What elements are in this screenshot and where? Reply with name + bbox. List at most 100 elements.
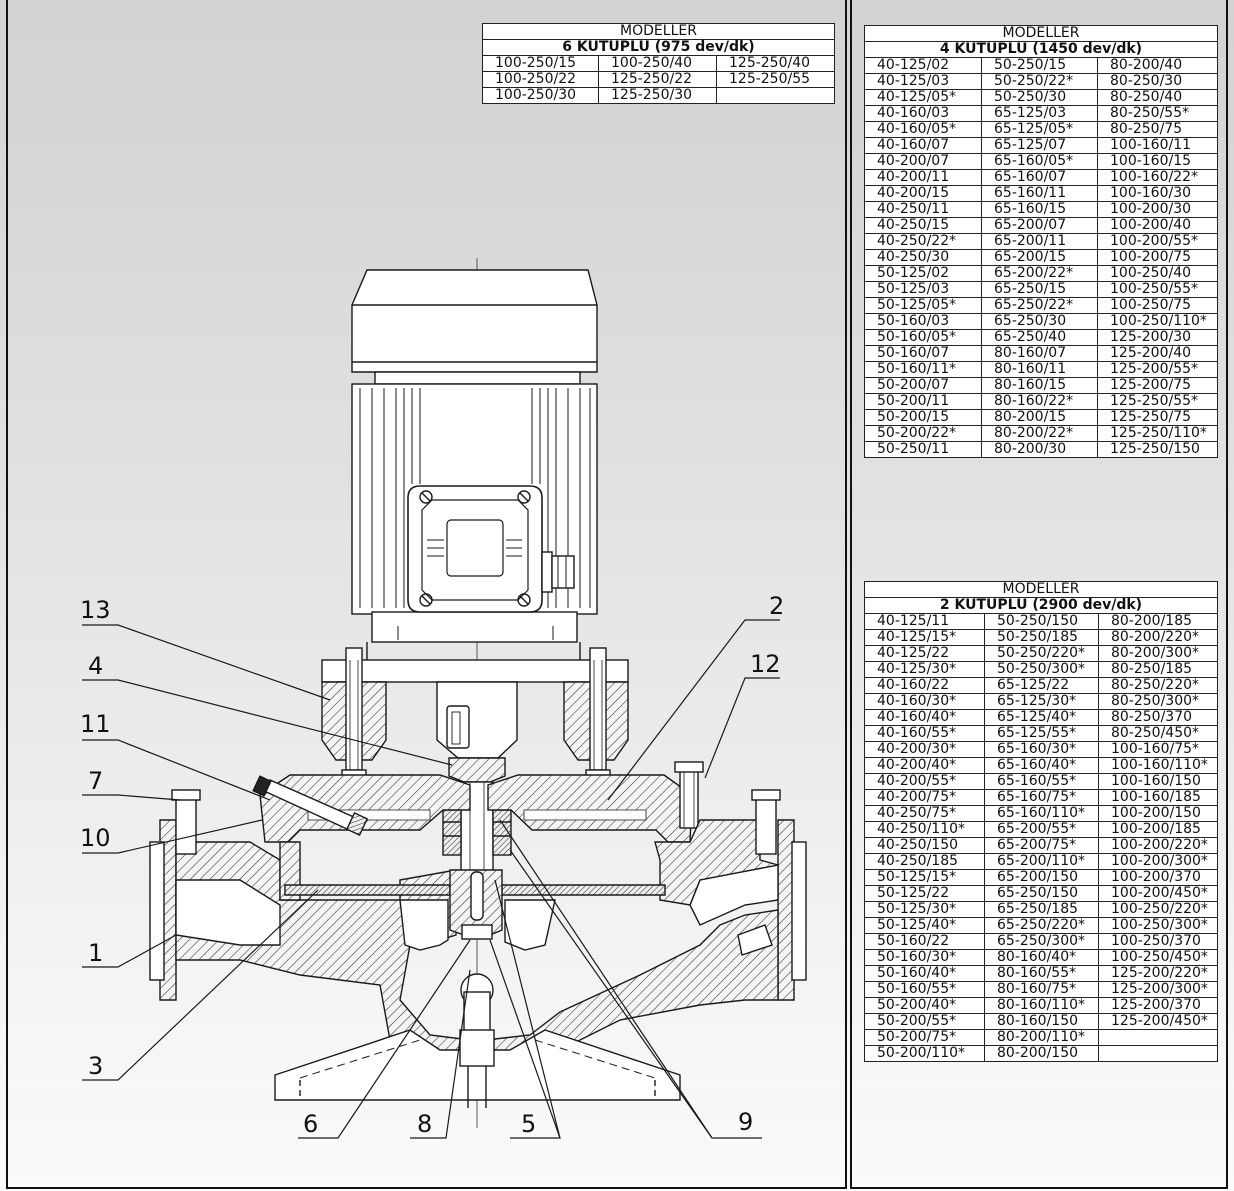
model-cell: 40-200/15: [864, 185, 982, 202]
model-cell: 50-160/03: [864, 313, 982, 330]
model-cell: 80-250/55*: [1097, 105, 1218, 122]
model-cell: 40-160/40*: [864, 709, 985, 726]
table-row: 50-125/40*65-250/220*100-250/300*: [864, 917, 1218, 934]
table-row: 50-160/55*80-160/75*125-200/300*: [864, 981, 1218, 998]
model-cell: 80-160/150: [984, 1013, 1099, 1030]
model-cell: 80-200/220*: [1098, 629, 1218, 646]
model-cell: 65-250/220*: [984, 917, 1099, 934]
callout-3: 3: [88, 1052, 104, 1080]
model-cell: 80-200/110*: [984, 1029, 1099, 1046]
model-cell: 40-250/110*: [864, 821, 985, 838]
model-cell: 100-200/40: [1097, 217, 1218, 234]
model-cell: 80-200/40: [1097, 57, 1218, 74]
model-cell: 65-125/40*: [984, 709, 1099, 726]
model-cell: 50-125/30*: [864, 901, 985, 918]
leader-lines: [82, 619, 780, 1139]
model-cell: 40-200/75*: [864, 789, 985, 806]
model-cell: 65-200/55*: [984, 821, 1099, 838]
model-cell: 50-200/22*: [864, 425, 982, 442]
model-cell: 125-200/40: [1097, 345, 1218, 362]
models-frame: [850, 0, 1228, 1189]
model-cell: 40-125/15*: [864, 629, 985, 646]
model-cell: 65-160/55*: [984, 773, 1099, 790]
model-cell: 100-160/22*: [1097, 169, 1218, 186]
table-row: 50-160/30*80-160/40*100-250/450*: [864, 949, 1218, 966]
model-cell: 100-200/370: [1098, 869, 1218, 886]
model-cell: 50-125/40*: [864, 917, 985, 934]
model-cell: 40-125/03: [864, 73, 982, 90]
model-cell: 65-125/05*: [981, 121, 1098, 138]
model-cell: 65-250/300*: [984, 933, 1099, 950]
table-row: 40-250/110*65-200/55*100-200/185: [864, 821, 1218, 838]
model-cell: [1098, 1045, 1218, 1062]
model-cell: 50-125/22: [864, 885, 985, 902]
model-cell: 100-250/110*: [1097, 313, 1218, 330]
model-cell: 100-250/450*: [1098, 949, 1218, 966]
model-cell: 100-250/55*: [1097, 281, 1218, 298]
model-cell: 40-250/185: [864, 853, 985, 870]
model-cell: 50-160/55*: [864, 981, 985, 998]
model-cell: 125-250/30: [598, 87, 717, 104]
volute-casing: [149, 789, 807, 1081]
model-cell: 65-250/15: [981, 281, 1098, 298]
model-cell: 125-200/30: [1097, 329, 1218, 346]
model-cell: 65-160/40*: [984, 757, 1099, 774]
model-cell: 40-250/75*: [864, 805, 985, 822]
model-cell: 100-250/370: [1098, 933, 1218, 950]
table-row: 40-160/05*65-125/05*80-250/75: [864, 121, 1218, 138]
model-cell: 65-160/75*: [984, 789, 1099, 806]
model-cell: 65-160/05*: [981, 153, 1098, 170]
model-cell: 50-160/07: [864, 345, 982, 362]
model-cell: 65-250/150: [984, 885, 1099, 902]
model-cell: 80-160/11: [981, 361, 1098, 378]
model-cell: 40-250/22*: [864, 233, 982, 250]
model-cell: 40-125/11: [864, 613, 985, 630]
models-table-2-pole: MODELLER 2 KUTUPLU (2900 dev/dk) 40-125/…: [864, 581, 1218, 1062]
model-cell: 50-250/150: [984, 613, 1099, 630]
cover-bolt: [674, 761, 704, 829]
models-table-6-pole: MODELLER 6 KUTUPLU (975 dev/dk) 100-250/…: [482, 23, 835, 104]
callout-12: 12: [750, 650, 781, 678]
model-cell: 65-200/22*: [981, 265, 1098, 282]
model-cell: 80-200/22*: [981, 425, 1098, 442]
callout-10: 10: [80, 824, 111, 852]
model-cell: 40-250/150: [864, 837, 985, 854]
table-subtitle: 2 KUTUPLU (2900 dev/dk): [864, 597, 1218, 614]
model-cell: 125-200/55*: [1097, 361, 1218, 378]
model-cell: 100-200/75: [1097, 249, 1218, 266]
model-cell: 100-160/150: [1098, 773, 1218, 790]
model-cell: 40-160/22: [864, 677, 985, 694]
model-cell: 50-160/40*: [864, 965, 985, 982]
model-cell: 100-250/15: [482, 55, 599, 72]
model-cell: 80-160/110*: [984, 997, 1099, 1014]
model-cell: 125-250/55*: [1097, 393, 1218, 410]
model-cell: 50-125/02: [864, 265, 982, 282]
model-cell: 100-250/40: [1097, 265, 1218, 282]
model-cell: 40-200/07: [864, 153, 982, 170]
model-cell: 65-160/110*: [984, 805, 1099, 822]
terminal-box: [407, 485, 575, 613]
model-cell: 65-200/11: [981, 233, 1098, 250]
model-cell: 100-250/40: [598, 55, 717, 72]
model-cell: 100-200/150: [1098, 805, 1218, 822]
model-cell: 65-125/07: [981, 137, 1098, 154]
model-cell: 40-200/40*: [864, 757, 985, 774]
impeller: [284, 869, 666, 951]
model-cell: 125-200/450*: [1098, 1013, 1218, 1030]
callout-6: 6: [303, 1110, 319, 1138]
model-cell: 50-250/300*: [984, 661, 1099, 678]
model-cell: 80-160/22*: [981, 393, 1098, 410]
table-row: 50-200/75*80-200/110*: [864, 1029, 1218, 1046]
callout-5: 5: [521, 1110, 537, 1138]
